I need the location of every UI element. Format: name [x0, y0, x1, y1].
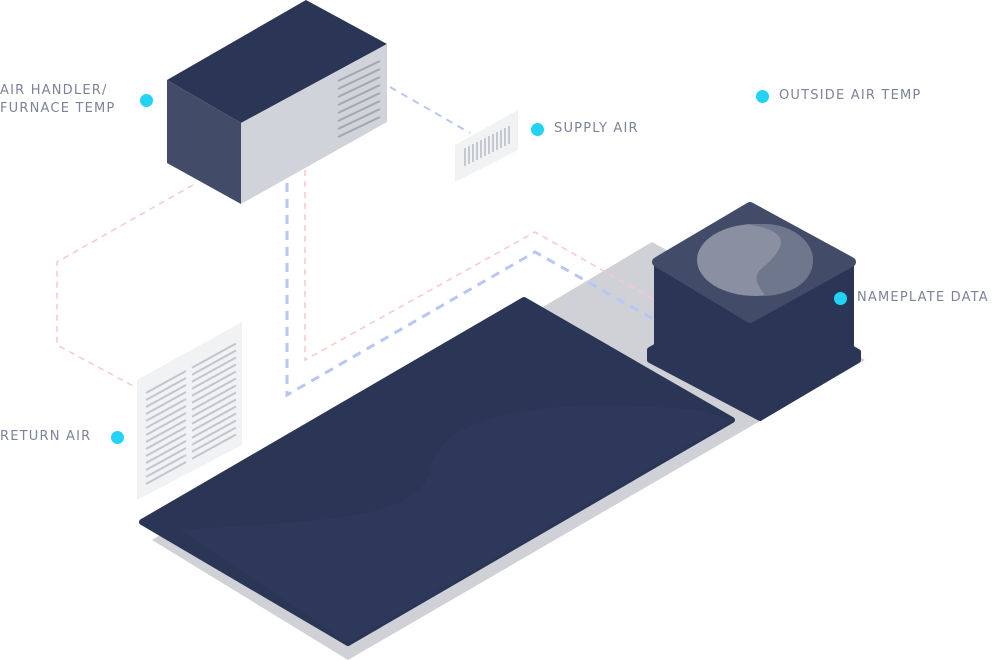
louver-line: [191, 433, 237, 460]
louver-line: [191, 377, 237, 404]
louver-line: [145, 370, 187, 394]
louver-line: [191, 384, 237, 411]
outside-air-temp-marker[interactable]: [756, 90, 769, 103]
air-handler-unit: [167, 0, 387, 204]
return-air-marker[interactable]: [111, 431, 124, 444]
outdoor-condenser-unit: [647, 202, 861, 421]
louver-line: [145, 426, 187, 450]
louver-line: [145, 412, 187, 436]
louver-line: [191, 349, 237, 376]
air-handler-label-line2: FURNACE TEMP: [0, 101, 116, 116]
louver-line: [145, 405, 187, 429]
louver-line: [145, 440, 187, 464]
louver-line: [145, 398, 187, 422]
supply-duct-line: [389, 86, 471, 134]
louver-line: [191, 370, 237, 397]
louver-line: [145, 461, 187, 485]
louver-line: [191, 356, 237, 383]
return-air-label: RETURN AIR: [0, 429, 92, 444]
louver-line: [191, 398, 237, 425]
louver-line: [191, 419, 237, 446]
louver-line: [191, 426, 237, 453]
nameplate-data-marker[interactable]: [834, 292, 847, 305]
outside-air-temp-label: OUTSIDE AIR TEMP: [779, 88, 922, 103]
refrigerant-line-pink: [304, 170, 656, 362]
air-handler-marker[interactable]: [140, 94, 153, 107]
louver-line: [145, 384, 187, 408]
floor-highlight: [180, 405, 732, 643]
supply-air-grille: [455, 110, 518, 182]
air-handler-label: AIR HANDLER/ FURNACE TEMP: [0, 82, 115, 118]
louver-line: [191, 342, 237, 369]
louver-line: [145, 454, 187, 478]
louver-line: [145, 391, 187, 415]
refrigerant-line-blue: [285, 183, 656, 398]
supply-air-label: SUPPLY AIR: [554, 121, 639, 136]
louver-line: [145, 419, 187, 443]
louver-line: [191, 405, 237, 432]
return-air-grille: [137, 322, 242, 500]
air-handler-label-line1: AIR HANDLER/: [0, 83, 108, 98]
louver-line: [191, 412, 237, 439]
return-duct-line: [56, 184, 194, 389]
louver-line: [191, 363, 237, 390]
louver-line: [191, 391, 237, 418]
louver-line: [145, 447, 187, 471]
supply-air-marker[interactable]: [531, 123, 544, 136]
louver-line: [145, 377, 187, 401]
louver-line: [145, 433, 187, 457]
nameplate-data-label: NAMEPLATE DATA: [857, 290, 989, 305]
